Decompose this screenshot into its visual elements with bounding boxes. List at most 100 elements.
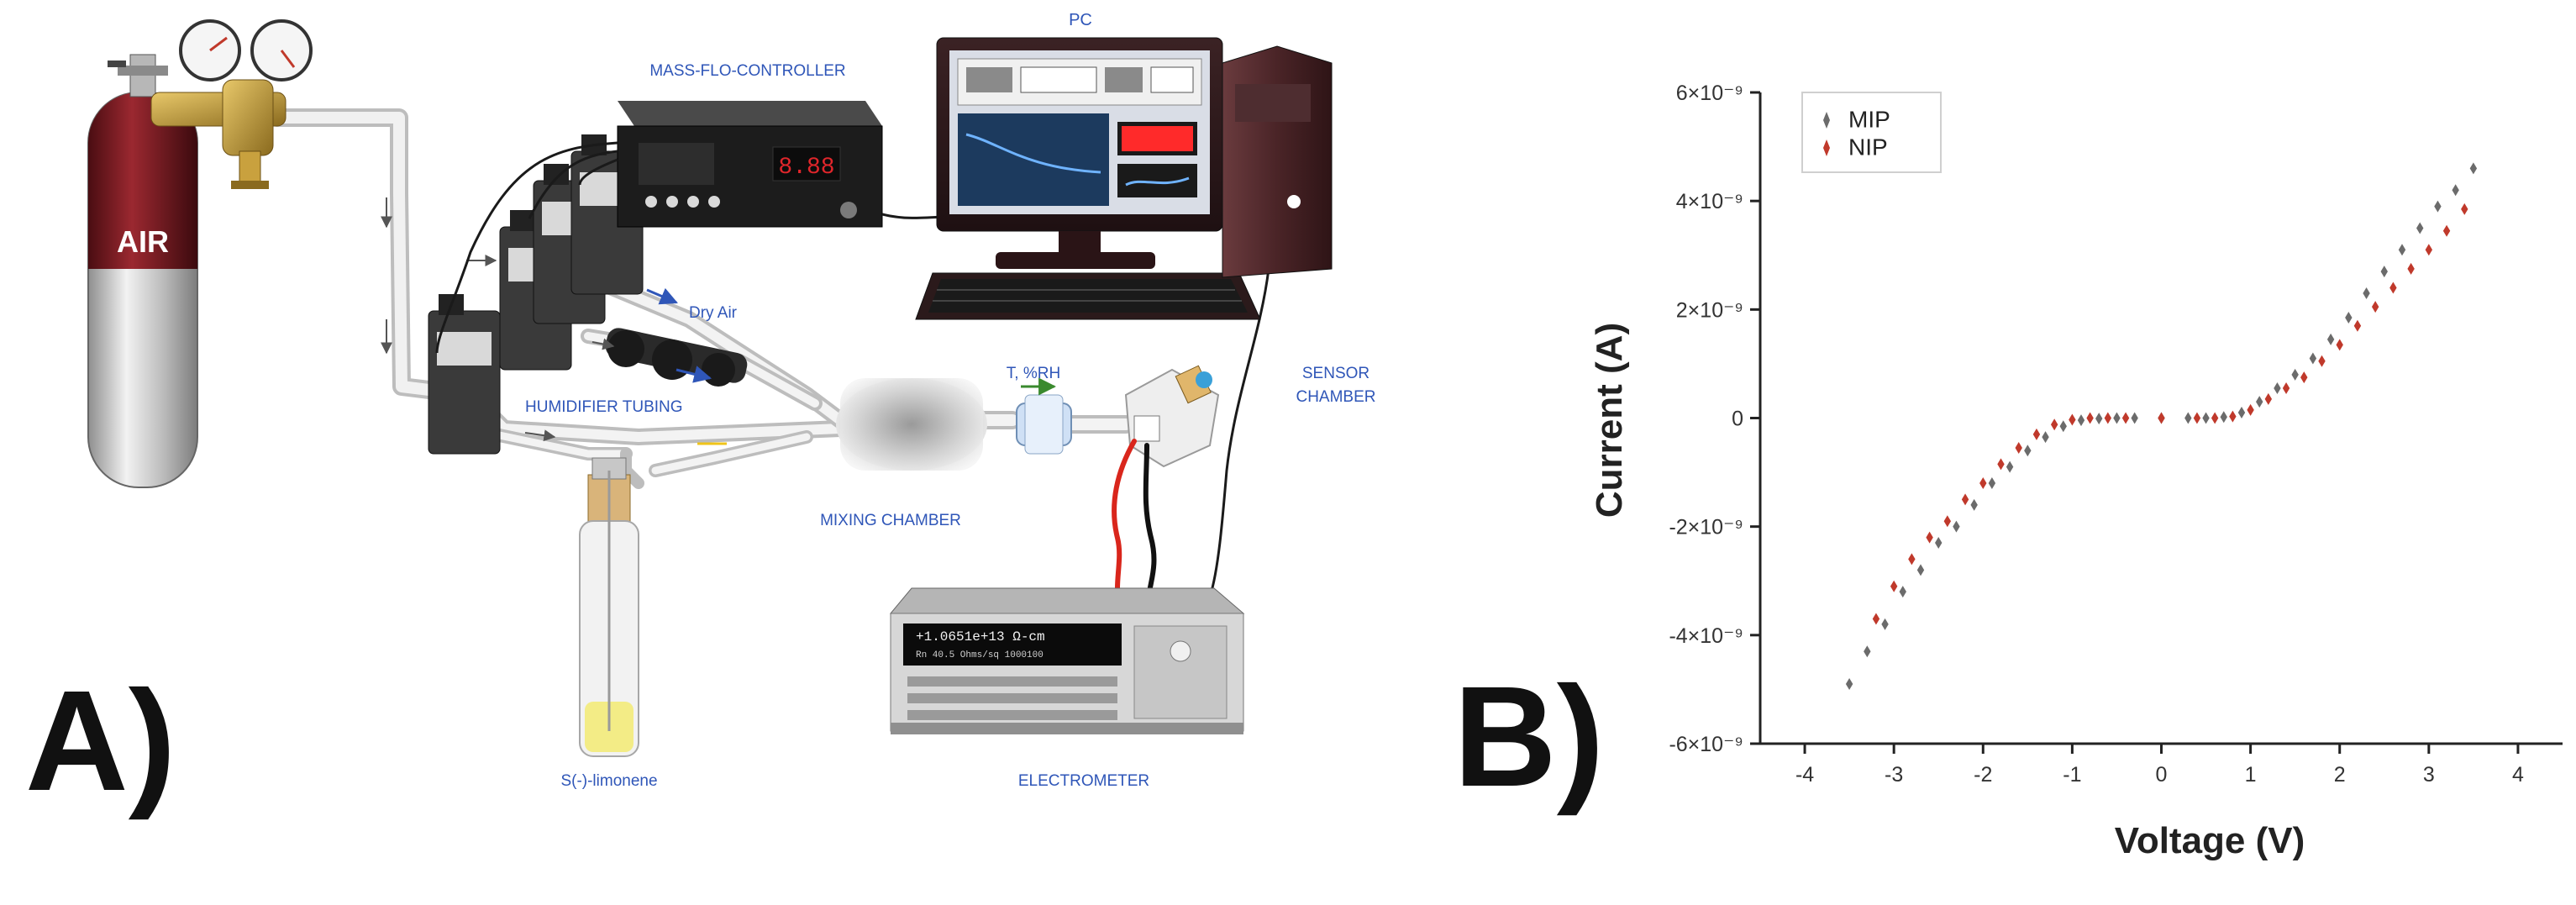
data-point-mip <box>1970 498 1978 511</box>
data-point-mip <box>1953 520 1960 533</box>
y-axis-ticks: 6×10⁻⁹4×10⁻⁹2×10⁻⁹0-2×10⁻⁹-4×10⁻⁹-6×10⁻⁹ <box>1669 82 1760 756</box>
data-point-mip <box>1864 645 1871 658</box>
x-tick-label: 1 <box>2245 763 2257 787</box>
cylinder-label: AIR <box>117 224 169 259</box>
data-point-nip <box>2425 244 2433 256</box>
data-point-nip <box>2353 319 2362 332</box>
data-point-nip <box>2193 412 2201 424</box>
data-point-nip <box>2050 418 2058 431</box>
data-point-nip <box>2229 410 2237 423</box>
label-limonene: S(-)-limonene <box>560 772 657 790</box>
air-cylinder: AIR <box>87 54 198 488</box>
label-chamber: CHAMBER <box>1296 388 1375 406</box>
data-point-mip <box>1935 537 1943 550</box>
legend-box <box>1801 92 1942 173</box>
panel-a: AIR <box>25 11 1376 821</box>
data-point-mip <box>2326 333 2335 345</box>
data-point-mip <box>1881 618 1889 630</box>
data-point-mip <box>2095 413 2103 425</box>
data-points <box>1845 162 2478 690</box>
data-point-mip <box>2237 407 2246 419</box>
data-point-nip <box>1997 458 2005 471</box>
x-tick-label: -4 <box>1795 763 1814 787</box>
data-point-nip <box>2282 381 2290 394</box>
y-axis-title: Current (A) <box>1589 323 1630 518</box>
data-point-nip <box>2389 281 2397 294</box>
data-point-nip <box>2121 412 2130 424</box>
mfc-display-readout: 8.88 <box>778 155 834 181</box>
y-tick-label: 2×10⁻⁹ <box>1676 298 1743 322</box>
data-point-mip <box>2113 412 2121 424</box>
data-point-nip <box>1908 553 1916 566</box>
data-point-nip <box>2015 442 2022 455</box>
panel-a-letter: A) <box>25 661 176 821</box>
x-tick-label: -2 <box>1974 763 1992 787</box>
legend-marker-nip <box>1823 139 1830 156</box>
data-point-nip <box>2069 413 2076 426</box>
data-point-mip <box>1988 477 1996 489</box>
data-point-nip <box>1961 493 1969 506</box>
pc-tower <box>1222 45 1333 278</box>
data-point-mip <box>2274 381 2281 394</box>
data-point-nip <box>1979 477 1987 489</box>
legend: MIP NIP <box>1801 92 1942 173</box>
data-point-mip <box>2345 312 2353 324</box>
data-point-mip <box>2006 460 2014 473</box>
data-point-mip <box>2256 396 2263 408</box>
y-tick-label: 6×10⁻⁹ <box>1676 82 1743 105</box>
data-point-nip <box>1926 531 1933 544</box>
flow-arrow-dry-air <box>646 287 678 305</box>
flow-arrows-left <box>381 197 556 442</box>
label-sensor: SENSOR <box>1302 365 1369 382</box>
x-tick-label: 2 <box>2334 763 2346 787</box>
mass-flo-controller: 8.88 <box>617 101 883 228</box>
x-tick-label: 4 <box>2512 763 2524 787</box>
x-tick-label: 0 <box>2156 763 2168 787</box>
electrometer-readout-line-2: Rn 40.5 Ohms/sq 1000100 <box>916 650 1044 660</box>
data-point-nip <box>2086 412 2094 424</box>
data-point-nip <box>2104 412 2112 424</box>
x-tick-label: 3 <box>2423 763 2435 787</box>
data-point-mip <box>2363 287 2370 299</box>
data-point-mip <box>2469 162 2478 175</box>
label-t-rh: T, %RH <box>1007 365 1060 382</box>
mixing-chamber <box>836 378 987 471</box>
label-mixing-chamber: MIXING CHAMBER <box>820 512 961 529</box>
x-axis-title: Voltage (V) <box>2115 820 2305 861</box>
y-tick-label: -6×10⁻⁹ <box>1669 733 1743 756</box>
data-point-nip <box>2461 203 2468 215</box>
legend-label-mip: MIP <box>1848 106 1890 132</box>
electrometer: +1.0651e+13 Ω-cm Rn 40.5 Ohms/sq 1000100 <box>889 587 1245 734</box>
data-point-nip <box>2336 339 2343 351</box>
panel-b-letter: B) <box>1454 657 1604 817</box>
data-point-nip <box>2247 403 2254 416</box>
label-mass-flo-controller: MASS-FLO-CONTROLLER <box>649 62 845 80</box>
data-point-mip <box>2452 184 2459 197</box>
pc-monitor: PC <box>936 11 1223 269</box>
data-point-mip <box>2042 431 2049 444</box>
data-point-mip <box>1899 586 1906 598</box>
data-point-nip <box>2318 355 2326 367</box>
data-point-nip <box>2442 224 2451 237</box>
y-tick-label: -4×10⁻⁹ <box>1669 624 1743 648</box>
data-point-mip <box>2291 368 2299 381</box>
pressure-regulator <box>150 19 313 189</box>
data-point-nip <box>2300 371 2308 384</box>
data-point-nip <box>2407 262 2415 275</box>
data-point-mip <box>2416 222 2424 234</box>
data-point-nip <box>2158 412 2165 424</box>
data-point-nip <box>1943 515 1952 528</box>
flow-controller-units <box>428 134 644 455</box>
label-humidifier-tubing: HUMIDIFIER TUBING <box>525 398 683 416</box>
x-tick-label: -1 <box>2063 763 2081 787</box>
data-point-mip <box>2309 352 2317 365</box>
data-point-mip <box>2380 266 2388 278</box>
electrometer-readout-line-1: +1.0651e+13 Ω-cm <box>916 629 1045 645</box>
flow-arrow-humidifier <box>676 366 712 383</box>
data-point-mip <box>2131 412 2138 424</box>
keyboard <box>915 272 1261 320</box>
